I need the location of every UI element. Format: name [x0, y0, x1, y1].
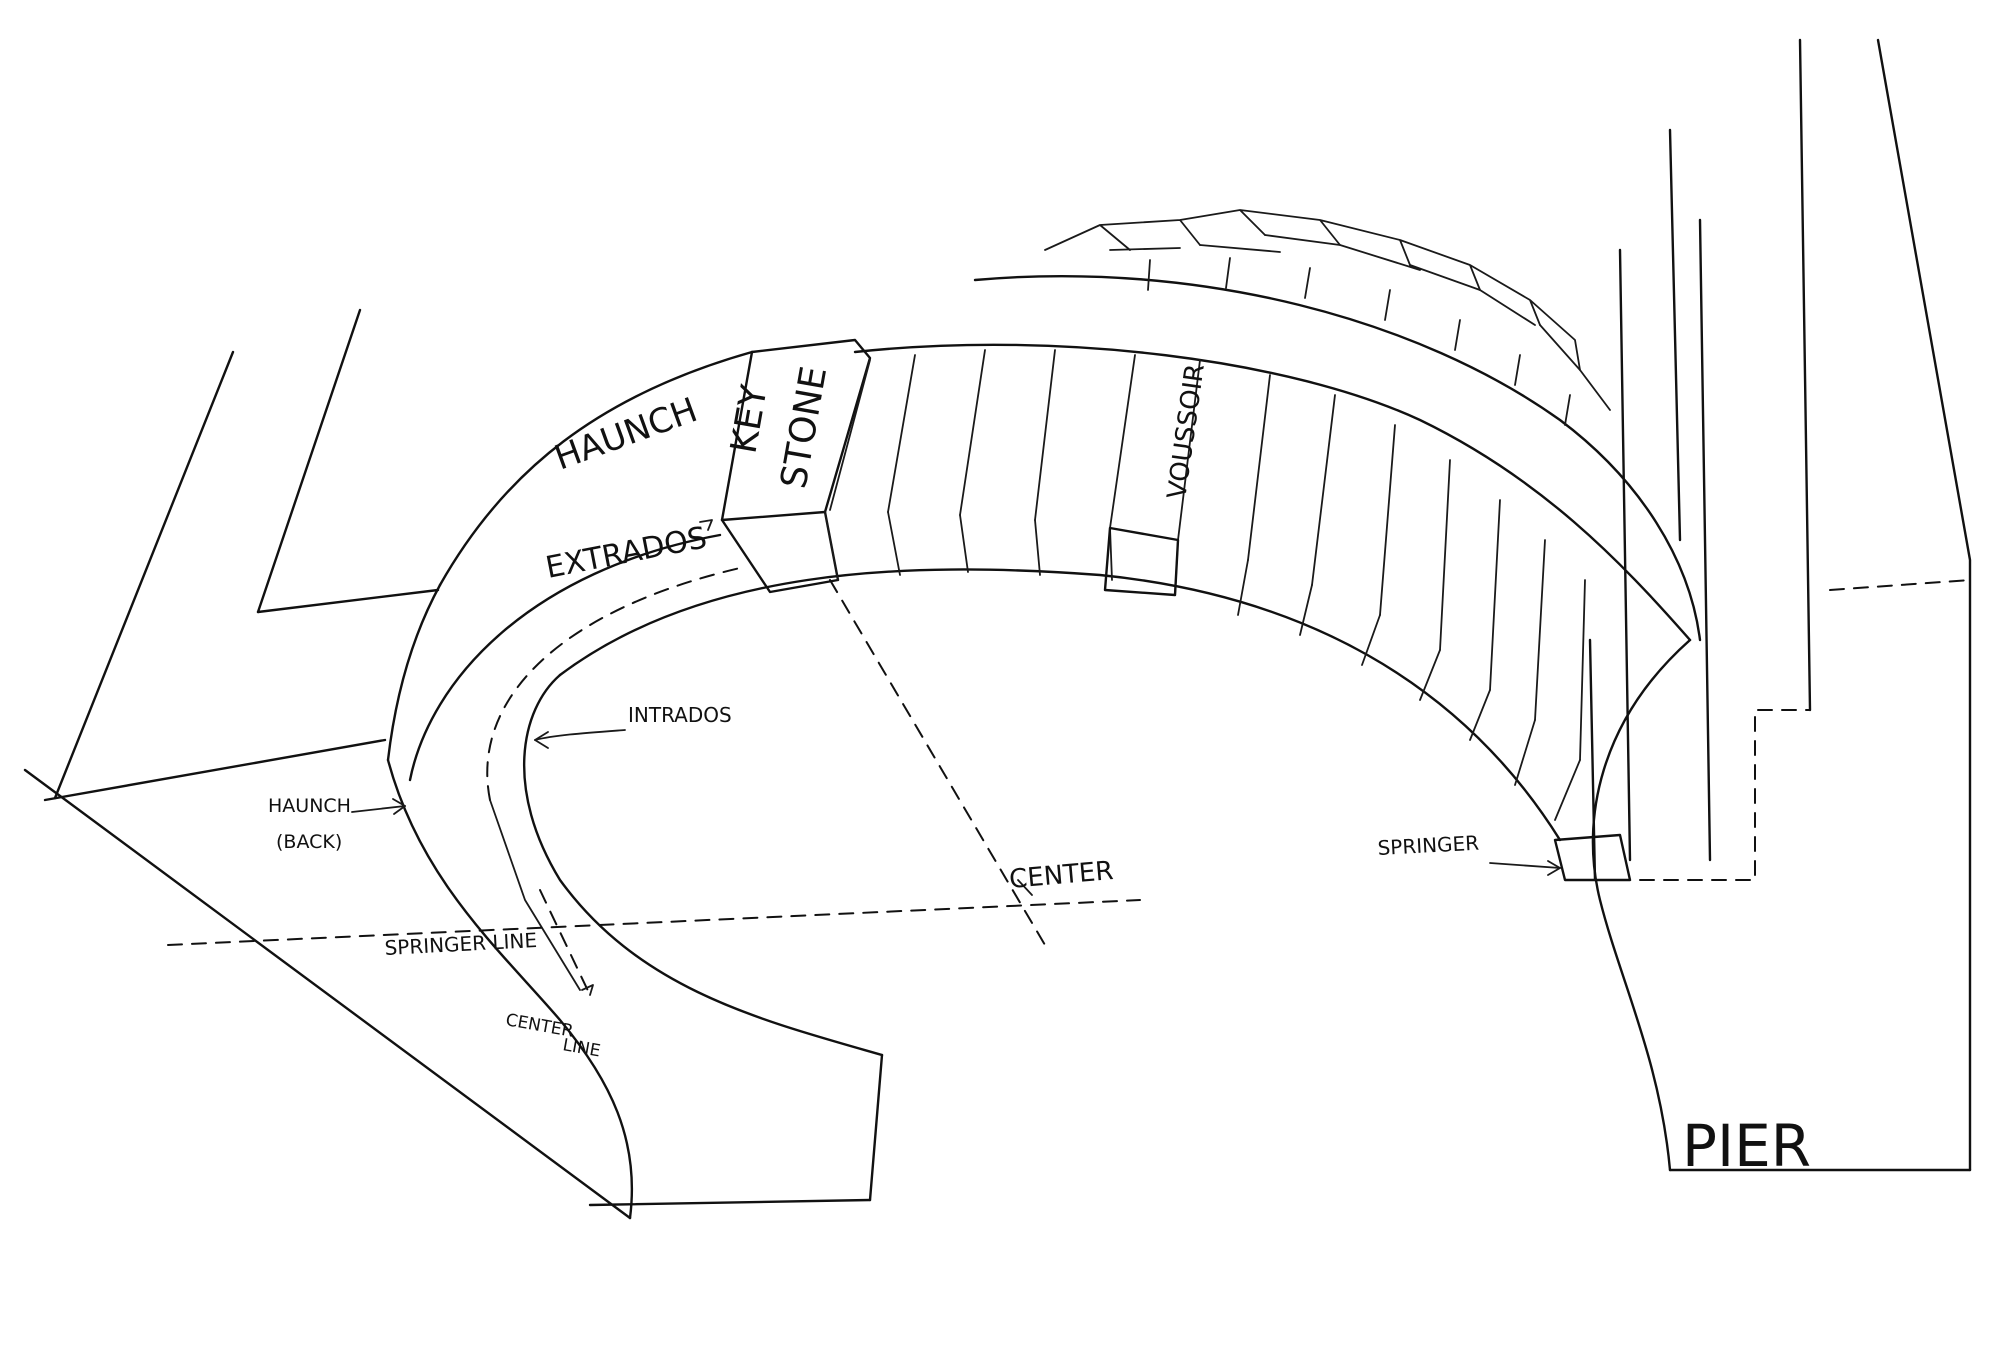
voussoir-joint [1489, 499, 1501, 691]
haunch-back-curve [386, 758, 634, 1220]
pier-back-edge-2 [1876, 38, 1972, 1172]
front-ground-line [588, 1198, 872, 1207]
keystone-top-face [750, 338, 872, 514]
back-brick-courses [973, 209, 1702, 642]
center-tick [1017, 879, 1033, 896]
intrados-leader [534, 729, 626, 741]
pier-dashed-right [1829, 579, 1971, 591]
voussoir-hatched-face [1103, 526, 1180, 597]
label-springer: SPRINGER [1377, 831, 1480, 860]
center-line-dashed [539, 889, 591, 996]
extrados-curve-right [853, 343, 1692, 642]
pier-back-edge-1 [1798, 38, 1812, 712]
label-extrados: EXTRADOS [543, 520, 710, 586]
leader-arrows [351, 519, 1561, 996]
construction-lines [167, 579, 1141, 996]
springer-line-dashed [167, 899, 1141, 946]
label-haunch-top: HAUNCH [549, 390, 702, 478]
voussoir-joint [959, 349, 986, 516]
springer-leader [1489, 862, 1561, 869]
intrados-arrowhead [534, 731, 549, 749]
pier-line-d [1588, 638, 1597, 882]
pier-line-b [1698, 218, 1712, 862]
label-voussoir: VOUSSOIR [1162, 362, 1211, 501]
haunch-back-arrowhead [392, 798, 406, 815]
voussoir-joint [1177, 359, 1201, 541]
voussoir-joint [1247, 374, 1271, 561]
springer-hatched-face [1553, 833, 1632, 882]
intrados-curve [558, 568, 1562, 842]
label-center: CENTER [1008, 856, 1115, 895]
springer-arrowhead [1547, 860, 1561, 876]
voussoir-joint [1439, 459, 1451, 651]
keystone-left-edge [720, 350, 754, 522]
back-bricks-row-2 [1109, 234, 1611, 411]
left-wall-top-return [256, 588, 440, 614]
arch-ring-centerline [486, 567, 741, 801]
voussoir-joint [1311, 394, 1336, 586]
label-center-line-2: LINE [561, 1035, 602, 1061]
voussoir-joint [1379, 424, 1396, 616]
arch-ring [386, 343, 1692, 1220]
front-ground-riser [868, 1053, 884, 1202]
intrados-lower-left [523, 673, 884, 1057]
extrados-curve-left [438, 350, 754, 587]
arch-ring-centerline-lower [489, 799, 581, 991]
pier-front-curve [1591, 638, 1692, 1172]
voussoir-joint [829, 359, 871, 511]
extrados-inner-band [408, 533, 722, 782]
voussoir-joint [1579, 579, 1586, 761]
left-wall-outer-edge [53, 350, 235, 800]
label-key-stone-1: KEY [723, 381, 775, 456]
voussoir-joint [1534, 539, 1546, 721]
left-ground-diagonal [23, 768, 632, 1220]
left-wall [23, 308, 884, 1220]
pier-line-a [1668, 128, 1682, 542]
voussoir-blocks [824, 349, 1632, 882]
label-haunch-back-2: (BACK) [276, 831, 342, 853]
voussoir-joint [1109, 354, 1136, 529]
voussoir-joint [887, 354, 916, 513]
voussoir-soffit-edges [824, 511, 1581, 821]
extrados-arrow [699, 519, 713, 531]
keystone-hatched-face [720, 510, 840, 594]
back-course-outer [973, 275, 1702, 642]
label-springer-line: SPRINGER LINE [384, 928, 538, 960]
center-line-arrowhead [581, 984, 594, 996]
label-key-stone-2: STONE [773, 363, 835, 491]
left-springer-ledge [43, 738, 387, 802]
haunch-back-leader [351, 805, 406, 813]
pier-dashed-impost [1639, 709, 1811, 881]
label-intrados: INTRADOS [628, 703, 732, 727]
label-haunch-back-1: HAUNCH [268, 795, 351, 817]
back-bricks-row-1 [1044, 209, 1581, 371]
voussoir-joint [1034, 349, 1056, 521]
arch-left-face [386, 583, 442, 762]
label-pier: PIER [1682, 1112, 1811, 1180]
back-bricks-joints [1147, 257, 1571, 426]
left-wall-inner-edge [256, 308, 362, 614]
right-pier [1588, 38, 1972, 1172]
pier-line-c [1618, 248, 1632, 862]
